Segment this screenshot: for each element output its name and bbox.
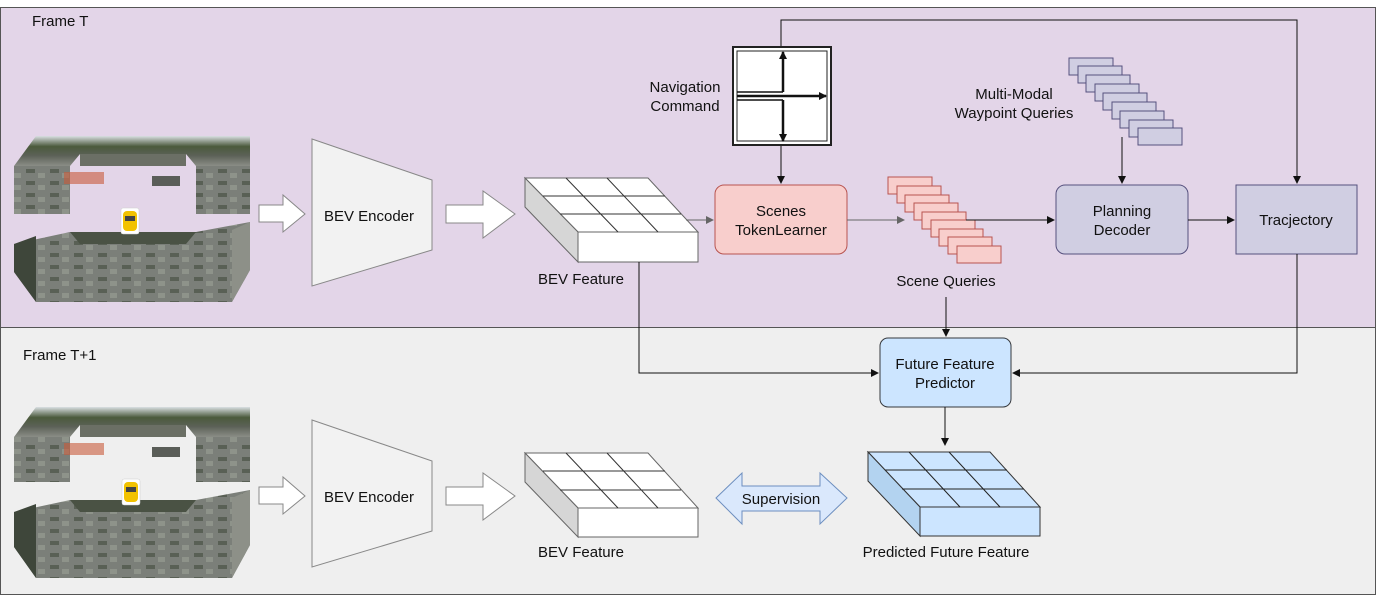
nav-command-label-line2: Command bbox=[650, 98, 719, 115]
bev-feature-t bbox=[523, 176, 700, 264]
trajectory-label: Tracjectory bbox=[1259, 212, 1333, 229]
planning-decoder-label-line1: Planning bbox=[1093, 203, 1151, 220]
bev-encoder-t1-label: BEV Encoder bbox=[324, 489, 414, 506]
waypoint-queries-label-line1: Multi-Modal bbox=[975, 86, 1053, 103]
edge-nav-to-trajectory bbox=[780, 19, 1301, 184]
bev-feature-t1-label: BEV Feature bbox=[538, 544, 624, 561]
waypoint-queries-stack bbox=[1068, 57, 1183, 146]
future-feature-predictor-label-line1: Future Feature bbox=[895, 356, 994, 373]
navigation-command-icon bbox=[732, 46, 832, 146]
supervision-arrow bbox=[715, 471, 848, 526]
nav-command-label-line1: Navigation bbox=[650, 79, 721, 96]
block-arrow-images-to-encoder bbox=[258, 193, 306, 234]
bev-encoder-t1 bbox=[311, 419, 433, 568]
surround-camera-images-t1 bbox=[14, 407, 250, 578]
ego-car-icon bbox=[121, 478, 141, 506]
waypoint-queries-label-line2: Waypoint Queries bbox=[955, 105, 1074, 122]
bev-feature-t-label: BEV Feature bbox=[538, 271, 624, 288]
ego-car-icon bbox=[120, 207, 140, 235]
block-arrow-images-to-encoder-t1 bbox=[258, 475, 306, 516]
predicted-future-feature bbox=[866, 450, 1042, 538]
planning-decoder-label-line2: Decoder bbox=[1094, 222, 1151, 239]
bev-encoder-t bbox=[311, 138, 433, 287]
scenes-tokenlearner-label-line1: Scenes bbox=[756, 203, 806, 220]
predicted-future-feature-label: Predicted Future Feature bbox=[863, 544, 1030, 561]
future-feature-predictor-label-line2: Predictor bbox=[915, 375, 975, 392]
surround-camera-images-t bbox=[14, 136, 250, 302]
scenes-tokenlearner-label-line2: TokenLearner bbox=[735, 222, 827, 239]
edge-feature-to-predictor bbox=[638, 262, 879, 377]
bev-encoder-t-label: BEV Encoder bbox=[324, 208, 414, 225]
supervision-label: Supervision bbox=[742, 491, 820, 508]
bev-feature-t1 bbox=[523, 451, 700, 539]
edge-trajectory-to-predictor bbox=[1012, 254, 1298, 377]
scene-queries-label: Scene Queries bbox=[896, 273, 995, 290]
block-arrow-encoder-to-feature bbox=[445, 190, 516, 239]
frame-t1-label: Frame T+1 bbox=[23, 347, 97, 364]
trajectory-box bbox=[1235, 184, 1358, 255]
frame-t-label: Frame T bbox=[32, 13, 88, 30]
block-arrow-encoder-to-feature-t1 bbox=[445, 472, 516, 521]
